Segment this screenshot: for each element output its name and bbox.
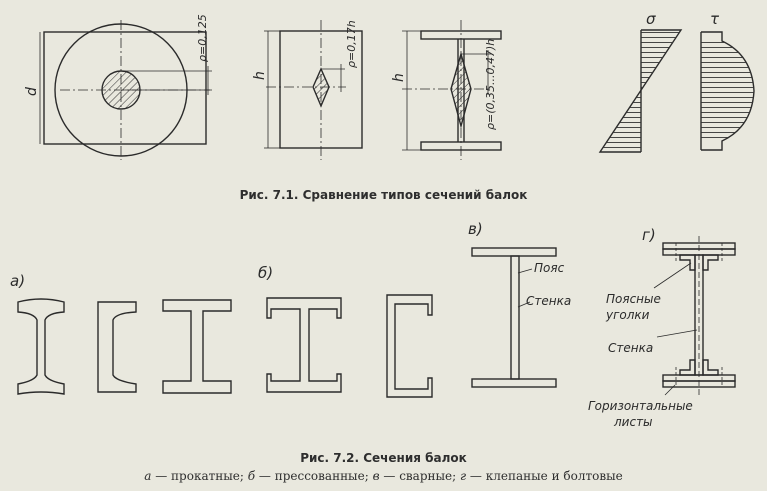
rolled-channel xyxy=(97,301,137,393)
label-rho3: ρ=(0,35...0,47)h xyxy=(484,39,497,130)
i-beam-section xyxy=(402,20,502,160)
label-rho1: ρ=0,125 xyxy=(196,14,209,62)
legend-text-a: — прокатные; xyxy=(151,469,248,483)
label-listy: листы xyxy=(613,415,653,429)
rolled-i-beam xyxy=(17,298,65,395)
legend-text-g: — клепаные и болтовые xyxy=(466,469,623,483)
label-h1: h xyxy=(252,71,268,80)
normal-stress-diagram xyxy=(598,29,683,153)
group-label-v: в) xyxy=(468,220,483,238)
group-label-b: б) xyxy=(258,264,273,282)
figure-7-1-caption: Рис. 7.1. Сравнение типов сечений балок xyxy=(239,188,528,202)
shear-stress-diagram xyxy=(700,31,755,151)
label-sigma: σ xyxy=(646,10,656,28)
label-gorizontalnye: Горизонтальные xyxy=(588,399,693,413)
rolled-wide-flange xyxy=(162,299,232,394)
legend-key-b: б xyxy=(247,469,256,483)
pressed-channel xyxy=(386,294,433,398)
figure-7-2-legend: а — прокатные; б — прессованные; в — сва… xyxy=(0,469,767,483)
label-ugolki: уголки xyxy=(605,308,650,322)
label-h2: h xyxy=(391,73,407,82)
label-d: d xyxy=(24,87,40,96)
label-poyas: Пояс xyxy=(534,261,565,275)
label-stenka-riveted: Стенка xyxy=(608,341,653,355)
label-tau: τ xyxy=(710,10,720,28)
riveted-section xyxy=(653,236,736,398)
legend-key-a: а xyxy=(144,469,152,483)
rectangular-section xyxy=(264,20,363,160)
legend-text-v: — сварные; xyxy=(379,469,461,483)
label-rho2: ρ=0,17h xyxy=(345,20,358,68)
pressed-i-beam xyxy=(266,297,342,393)
legend-key-g: г xyxy=(460,469,467,483)
label-poyasnye: Поясные xyxy=(606,292,661,306)
welded-i-beam xyxy=(471,247,557,388)
legend-text-b: — прессованные; xyxy=(255,469,373,483)
group-label-a: а) xyxy=(10,272,25,290)
figure-7-2-caption: Рис. 7.2. Сечения балок xyxy=(300,451,467,465)
group-label-g: г) xyxy=(642,226,656,244)
legend-key-v: в xyxy=(372,469,380,483)
label-stenka-welded: Стенка xyxy=(526,294,571,308)
round-section xyxy=(39,20,212,160)
